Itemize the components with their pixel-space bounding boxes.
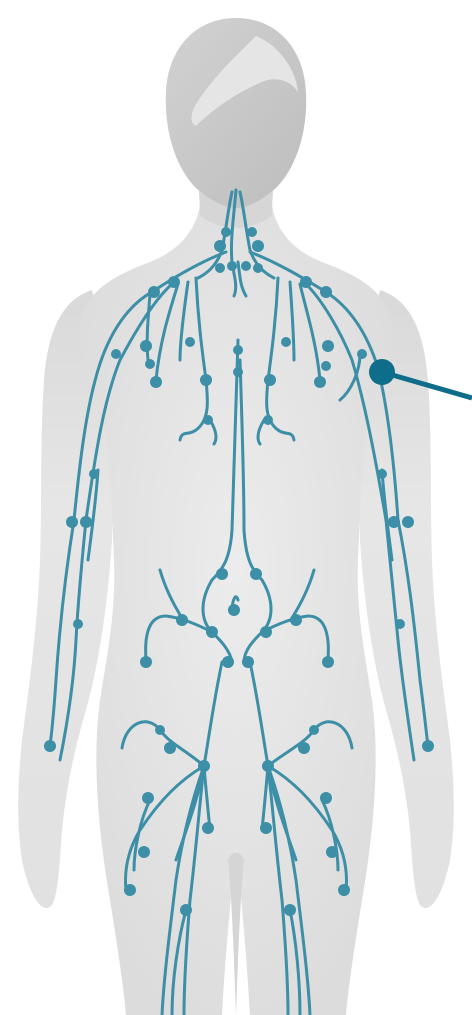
node-arm-l2 — [66, 516, 78, 528]
node-axilla-l4 — [150, 376, 162, 388]
node-leg-l3 — [138, 846, 150, 858]
head — [166, 18, 306, 208]
node-abd-c — [228, 604, 240, 616]
node-leg-r2 — [260, 822, 272, 834]
node-cervical-r1 — [247, 227, 257, 237]
node-clav-right2 — [320, 286, 332, 298]
node-ing-l1 — [155, 725, 165, 735]
node-arm-r2 — [388, 516, 400, 528]
node-ing-l2 — [164, 742, 176, 754]
node-thoracic-2 — [233, 367, 243, 377]
node-leg-l1 — [142, 792, 154, 804]
node-axilla-l3 — [145, 359, 155, 369]
node-abd-r3 — [260, 626, 272, 638]
node-leg-r5 — [284, 904, 296, 916]
node-ing-r1 — [309, 725, 319, 735]
node-arm-l4 — [73, 619, 83, 629]
node-cervical-l1 — [221, 227, 231, 237]
node-arm-r3 — [402, 516, 414, 528]
node-abd-r4 — [322, 656, 334, 668]
node-axilla-r6 — [264, 374, 276, 386]
node-clav-left — [168, 276, 180, 288]
node-cervical-r2 — [252, 240, 264, 252]
node-abd-l1 — [216, 568, 228, 580]
node-leg-l2 — [202, 822, 214, 834]
node-axilla-r5 — [281, 337, 291, 347]
node-axilla-l7 — [203, 415, 213, 425]
body-silhouette — [18, 18, 454, 1015]
node-supraclav-l — [227, 261, 237, 271]
node-axilla-l5 — [185, 337, 195, 347]
node-clav-right — [300, 276, 312, 288]
node-supraclav-r — [241, 261, 251, 271]
node-axilla-r3 — [321, 361, 331, 371]
node-leg-l4 — [124, 884, 136, 896]
node-leg-r3 — [326, 846, 338, 858]
node-axilla-l6 — [200, 374, 212, 386]
node-axilla-r2 — [322, 340, 334, 352]
node-arm-r1 — [377, 469, 387, 479]
node-arm-r4 — [395, 619, 405, 629]
node-arm-l3 — [80, 516, 92, 528]
node-ing-r3 — [262, 760, 274, 772]
node-leg-r4 — [338, 884, 350, 896]
node-thoracic-1 — [233, 345, 243, 355]
callout-dot — [369, 359, 395, 385]
node-leg-r1 — [320, 792, 332, 804]
node-abd-r1 — [250, 568, 262, 580]
node-arm-l1 — [89, 469, 99, 479]
node-abd-l3 — [206, 626, 218, 638]
node-clav-left2 — [148, 286, 160, 298]
node-axilla-l1 — [111, 349, 121, 359]
node-ing-l3 — [198, 760, 210, 772]
node-arm-r5 — [422, 740, 434, 752]
node-cervical-l2 — [214, 240, 226, 252]
node-abd-l2 — [176, 614, 188, 626]
node-ing-r2 — [298, 742, 310, 754]
node-pelvis-l — [222, 656, 234, 668]
node-abd-l4 — [140, 656, 152, 668]
node-axilla-l2 — [140, 340, 152, 352]
node-pelvis-r — [242, 656, 254, 668]
node-axilla-r4 — [314, 376, 326, 388]
node-axilla-r7 — [263, 415, 273, 425]
node-axilla-r1 — [357, 349, 367, 359]
node-supraclav-l2 — [215, 263, 225, 273]
node-leg-l5 — [180, 904, 192, 916]
leg-gap — [228, 853, 244, 1015]
node-arm-l5 — [44, 740, 56, 752]
node-supraclav-r2 — [253, 263, 263, 273]
node-abd-r2 — [290, 614, 302, 626]
